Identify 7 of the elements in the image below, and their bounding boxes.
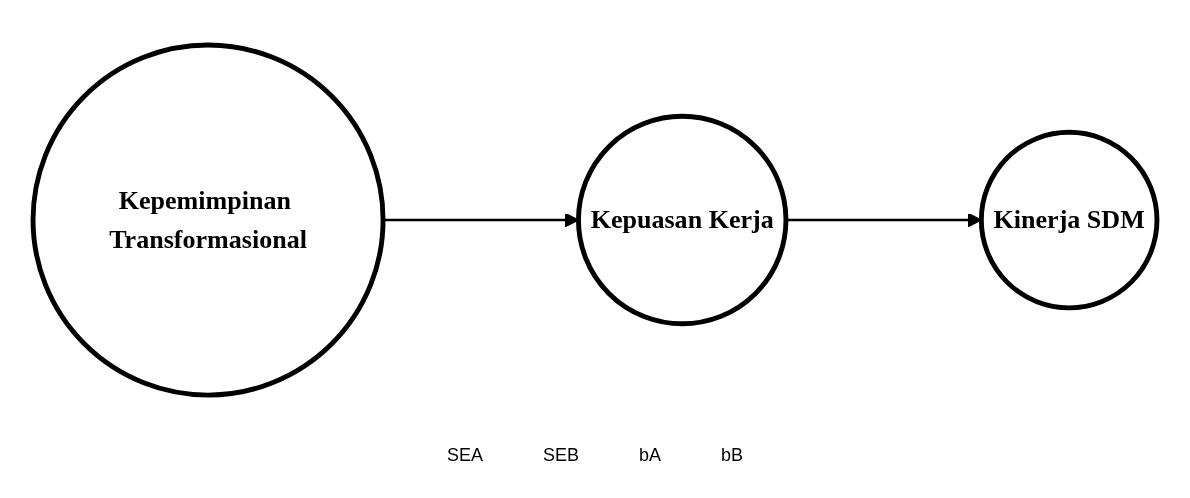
node-circle: Kepemimpinan Transformasional (30, 42, 386, 398)
coefficient-label: bB (721, 445, 744, 466)
node-circle: Kepuasan Kerja (576, 113, 789, 327)
coefficient-label: SEA (446, 445, 483, 466)
coefficient-label: SEB (542, 445, 579, 466)
node-circle: Kinerja SDM (978, 129, 1160, 311)
coefficient-label: bA (639, 445, 662, 466)
